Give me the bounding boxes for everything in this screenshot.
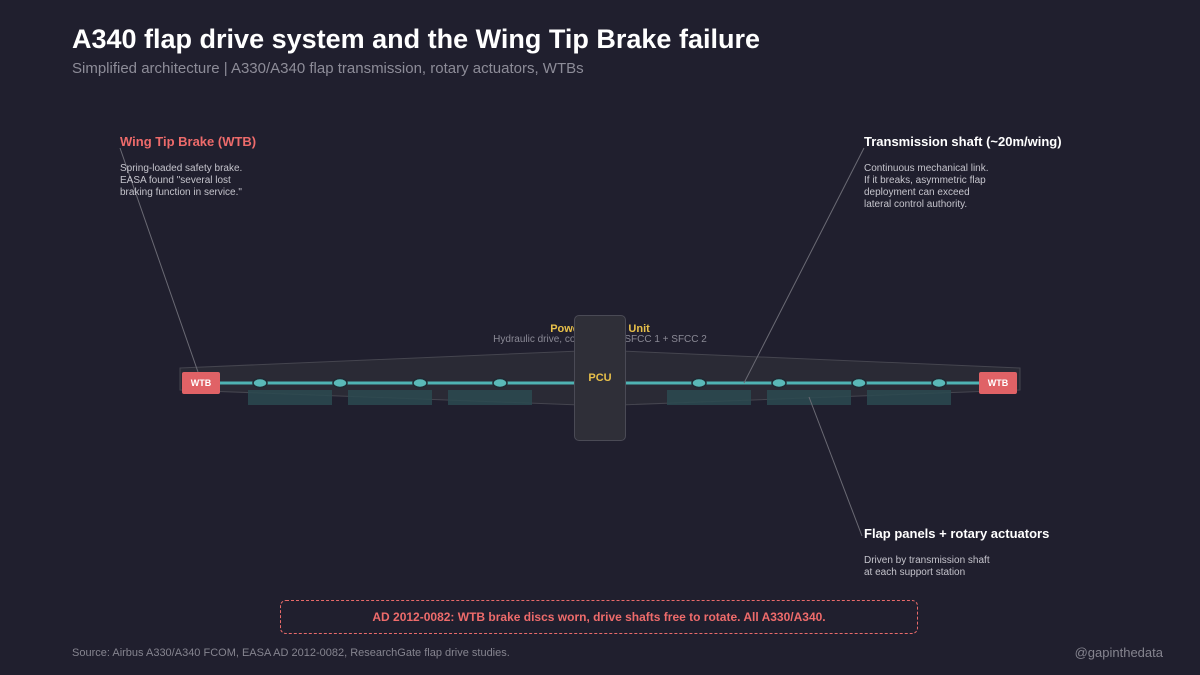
flaps-callout-body: Driven by transmission shaft at each sup… [864,555,990,579]
rotary-actuator [851,377,867,389]
left-wing-tip-brake: WTB [182,372,220,394]
shaft-leader-line [743,147,865,384]
author-handle: @gapinthedata [1074,645,1163,660]
flap-panel [448,390,532,405]
rotary-actuator [492,377,508,389]
left-rotary-actuators [252,377,508,389]
rotary-actuator [691,377,707,389]
callout-line: at each support station [864,567,966,578]
flap-panel [867,390,951,405]
ad-notice-text: AD 2012-0082: WTB brake discs worn, driv… [372,610,826,624]
callout-line: braking function in service." [120,187,242,198]
page-subtitle: Simplified architecture | A330/A340 flap… [72,60,584,77]
rotary-actuator [771,377,787,389]
flaps-callout-heading: Flap panels + rotary actuators [864,526,1050,541]
callout-line: deployment can exceed [864,187,970,198]
callout-line: Driven by transmission shaft [864,555,990,566]
pcu-label: PCU [588,372,612,384]
callout-line: Spring-loaded safety brake. [120,163,243,174]
callout-line: If it breaks, asymmetric flap [864,175,986,186]
left-flap-panels [248,390,532,405]
flaps-leader-line [808,396,863,537]
flap-panel [248,390,332,405]
rotary-actuator [332,377,348,389]
rotary-actuator [412,377,428,389]
wtb-callout-heading: Wing Tip Brake (WTB) [120,134,257,149]
right-rotary-actuators [691,377,947,389]
wtb-leader-line [119,147,199,373]
shaft-callout-body: Continuous mechanical link. If it breaks… [864,163,989,211]
shaft-callout-heading: Transmission shaft (~20m/wing) [864,134,1062,149]
callout-line: EASA found "several lost [120,175,231,186]
right-wing-tip-brake: WTB [979,372,1017,394]
page-title: A340 flap drive system and the Wing Tip … [72,24,760,54]
rotary-actuator [252,377,268,389]
callout-line: Continuous mechanical link. [864,163,989,174]
callout-line: lateral control authority. [864,199,968,210]
ad-notice: AD 2012-0082: WTB brake discs worn, driv… [280,600,918,634]
wtb-callout-body: Spring-loaded safety brake. EASA found "… [120,163,242,199]
rotary-actuator [931,377,947,389]
flap-panel [348,390,432,405]
source-footnote: Source: Airbus A330/A340 FCOM, EASA AD 2… [72,647,510,659]
power-control-unit: PCU [574,315,626,441]
flap-panel [667,390,751,405]
